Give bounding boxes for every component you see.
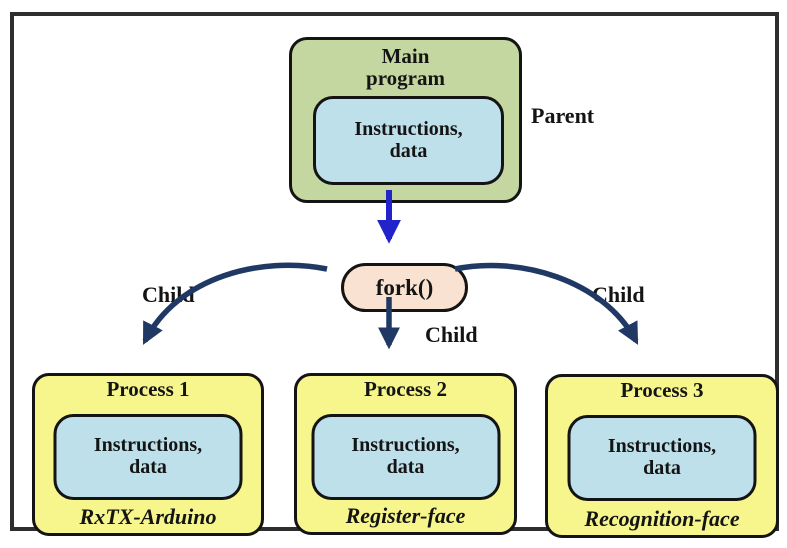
process3-caption: Recognition-face (584, 506, 740, 531)
process3-memory-label: Instructions, data (607, 435, 717, 479)
process3-memory-box: Instructions, data (567, 415, 757, 501)
main-program-title: Main program (366, 44, 445, 91)
process2-title: Process 2 (363, 377, 447, 401)
parent-label: Parent (531, 103, 595, 128)
fork-label: fork() (375, 274, 434, 300)
main-program-box: Main program Instructions, data (289, 37, 522, 203)
process1-caption: RxTX-Arduino (79, 504, 217, 529)
child-label-left: Child (142, 282, 195, 307)
outer-frame: Main program Instructions, data Parent f… (10, 12, 779, 538)
process2-caption: Register-face (345, 503, 466, 528)
fork-node: fork() (341, 263, 468, 312)
child-label-middle: Child (425, 322, 478, 347)
process3-title: Process 3 (620, 378, 704, 402)
process2-memory-label: Instructions, data (351, 434, 460, 478)
process1-title: Process 1 (106, 377, 190, 401)
main-memory-label: Instructions, data (354, 117, 463, 162)
process1-memory-box: Instructions, data (53, 414, 243, 500)
process2-box: Process 2 Instructions, data Register-fa… (294, 373, 517, 535)
process1-box: Process 1 Instructions, data RxTX-Arduin… (32, 373, 264, 536)
process3-box: Process 3 Instructions, data Recognition… (545, 374, 779, 538)
process1-memory-label: Instructions, data (93, 434, 203, 478)
main-memory-box: Instructions, data (313, 96, 504, 185)
child-label-right: Child (592, 282, 645, 307)
process2-memory-box: Instructions, data (311, 414, 500, 500)
